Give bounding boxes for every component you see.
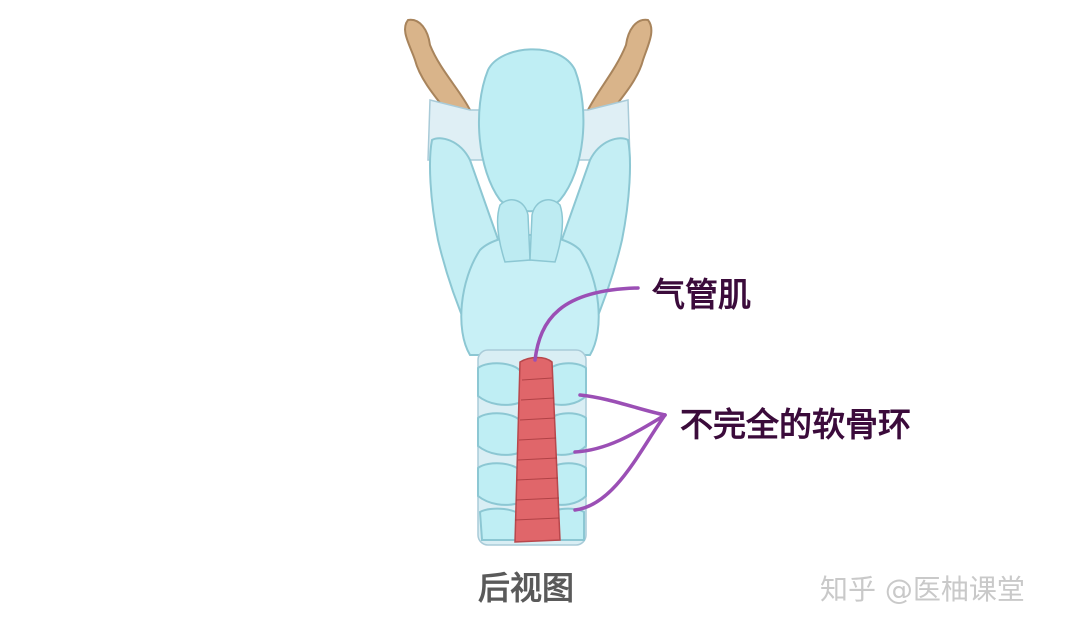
leader-ring-1	[578, 393, 667, 417]
leader-ring-2	[573, 413, 667, 454]
trachealis-label: 气管肌	[652, 275, 751, 314]
view-caption: 后视图	[478, 569, 575, 607]
watermark: 知乎 @医柚课堂	[820, 573, 1025, 606]
trachealis-muscle	[514, 356, 561, 543]
leader-muscle	[533, 286, 640, 362]
leader-ring-3	[573, 413, 667, 512]
leader-lines	[533, 286, 667, 512]
hyoid-bone	[404, 18, 653, 120]
epiglottis	[478, 48, 585, 213]
cartilage-rings-label: 不完全的软骨环	[680, 405, 911, 444]
